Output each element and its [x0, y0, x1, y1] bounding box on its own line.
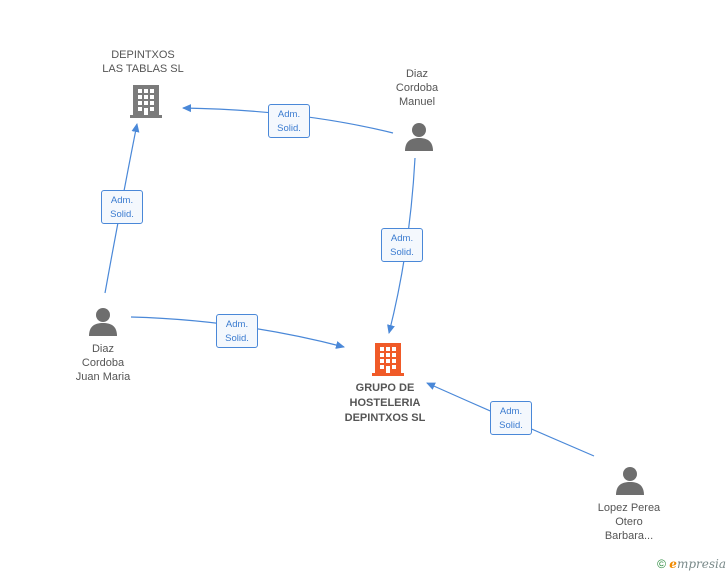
person-icon	[616, 467, 644, 495]
edge-badge-manuel-grupo: Adm.Solid.	[381, 228, 423, 262]
building-icon	[372, 343, 404, 376]
person-name: Diaz Cordoba Manuel	[395, 68, 439, 108]
building-icon	[130, 85, 162, 118]
company-node-depintxos-las-tablas[interactable]: DEPINTXOS LAS TABLAS SL	[88, 48, 198, 76]
person-node-diaz-cordoba-juan-maria[interactable]: Diaz Cordoba Juan Maria	[58, 342, 148, 384]
person-node-diaz-cordoba-manuel[interactable]: Diaz Cordoba Manuel	[377, 67, 457, 109]
person-node-lopez-perea-otero[interactable]: Lopez Perea Otero Barbara...	[583, 501, 675, 543]
copyright-symbol: ©	[657, 557, 666, 571]
company-name: DEPINTXOS LAS TABLAS SL	[102, 49, 184, 75]
person-name: Diaz Cordoba Juan Maria	[75, 343, 131, 383]
edge-badge-manuel-las-tablas: Adm.Solid.	[268, 104, 310, 138]
person-name: Lopez Perea Otero Barbara...	[597, 502, 661, 542]
edge-badge-lopez-grupo: Adm.Solid.	[490, 401, 532, 435]
edge-badge-juan-maria-las-tablas: Adm.Solid.	[101, 190, 143, 224]
person-icon	[89, 308, 117, 336]
person-icon	[405, 123, 433, 151]
company-name: GRUPO DE HOSTELERIA DEPINTXOS SL	[344, 382, 426, 424]
edge-badge-juan-maria-grupo: Adm.Solid.	[216, 314, 258, 348]
empresia-logo[interactable]: empresia	[669, 557, 726, 571]
company-node-grupo-hosteleria-depintxos[interactable]: GRUPO DE HOSTELERIA DEPINTXOS SL	[325, 381, 445, 426]
empresia-footer: © empresia	[657, 557, 726, 571]
